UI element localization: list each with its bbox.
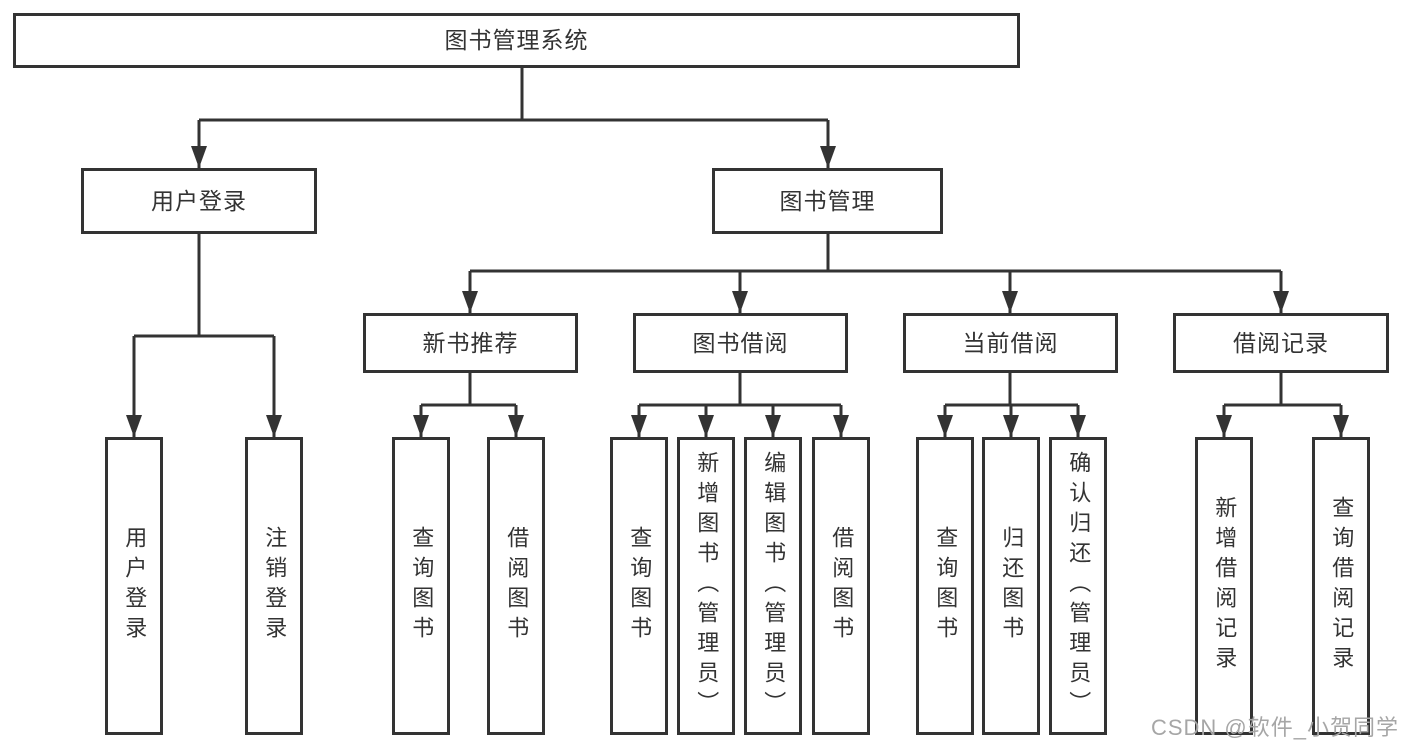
arrow-icon [508,415,524,437]
watermark-text: CSDN @软件_小贺同学 [1150,715,1399,740]
arrow-icon [631,415,647,437]
arrow-icon [126,415,142,437]
node-leaf-query-books-borrowing: 查询图书 [610,437,668,735]
arrow-icon [191,146,207,168]
node-leaf-query-books-current: 查询图书 [916,437,974,735]
node-leaf-add-book-admin: 新增图书（管理员） [677,437,735,735]
arrow-icon [1003,415,1019,437]
node-root-library-management-system: 图书管理系统 [13,13,1020,68]
node-user-login: 用户登录 [81,168,317,234]
arrow-icon [833,415,849,437]
node-leaf-return-book: 归还图书 [982,437,1040,735]
arrow-icon [1216,415,1232,437]
node-leaf-user-login: 用户登录 [105,437,163,735]
node-leaf-logout: 注销登录 [245,437,303,735]
arrow-icon [1002,291,1018,313]
arrow-icon [698,415,714,437]
node-current-borrowing: 当前借阅 [903,313,1118,373]
arrow-icon [820,146,836,168]
node-book-management: 图书管理 [712,168,943,234]
arrow-icon [413,415,429,437]
arrow-icon [765,415,781,437]
arrow-icon [1333,415,1349,437]
node-leaf-query-books-recommend: 查询图书 [392,437,450,735]
node-leaf-add-borrow-record: 新增借阅记录 [1195,437,1253,735]
connector-path [132,68,1343,437]
node-leaf-borrow-books-borrowing: 借阅图书 [812,437,870,735]
arrow-icon [1070,415,1086,437]
arrow-icon [937,415,953,437]
node-new-book-recommendation: 新书推荐 [363,313,578,373]
arrow-icon [266,415,282,437]
arrow-icon [1273,291,1289,313]
node-leaf-borrow-books-recommend: 借阅图书 [487,437,545,735]
node-leaf-query-borrow-record: 查询借阅记录 [1312,437,1370,735]
node-borrowing-records: 借阅记录 [1173,313,1389,373]
node-leaf-edit-book-admin: 编辑图书（管理员） [744,437,802,735]
arrow-icon [462,291,478,313]
arrowheads [126,146,1349,437]
node-leaf-confirm-return-admin: 确认归还（管理员） [1049,437,1107,735]
arrow-icon [732,291,748,313]
node-book-borrowing: 图书借阅 [633,313,848,373]
